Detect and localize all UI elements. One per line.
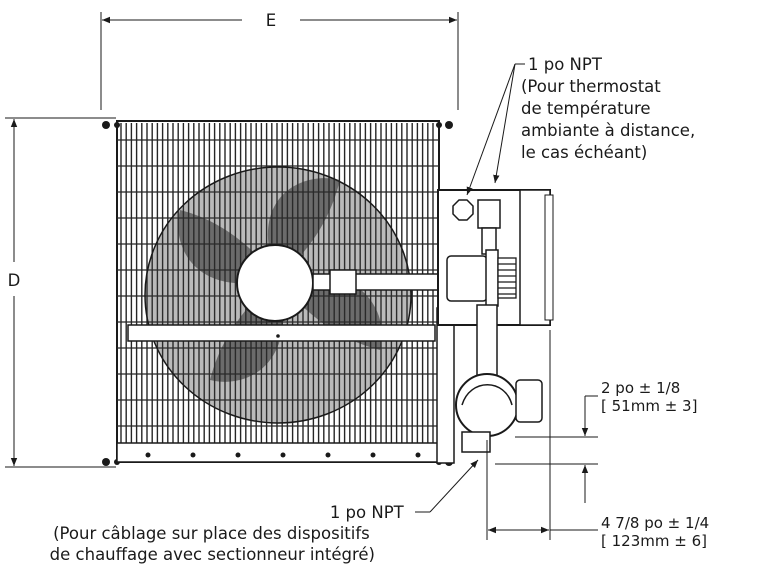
offset-top-label: 2 po ± 1/8 [ 51mm ± 3] — [601, 379, 697, 415]
thermostat-callout-line3: de température — [521, 99, 651, 118]
thermostat-callout: 1 po NPT (Pour thermostat de température… — [521, 55, 700, 162]
thermostat-callout-line4: ambiante à distance, — [521, 121, 695, 140]
offset-top-dimension — [495, 395, 598, 503]
field-wiring-callout: 1 po NPT (Pour câblage sur place des dis… — [50, 503, 409, 564]
dimension-d — [5, 117, 116, 468]
offset-top-line1: 2 po ± 1/8 — [601, 379, 680, 397]
thermostat-callout-line1: 1 po NPT — [528, 55, 603, 74]
offset-side-line1: 4 7/8 po ± 1/4 — [601, 514, 709, 532]
offset-top-line2: [ 51mm ± 3] — [601, 397, 697, 415]
control-enclosure — [437, 189, 554, 381]
support-bar — [127, 324, 436, 342]
dimension-e — [100, 12, 459, 110]
heater-body — [102, 120, 455, 466]
junction-box — [455, 373, 543, 453]
field-wiring-leader — [415, 459, 479, 513]
drop-conduit — [476, 304, 498, 381]
fan-motor — [236, 244, 314, 322]
offset-side-dimension — [486, 330, 598, 540]
thermostat-callout-line2: (Pour thermostat — [521, 77, 661, 96]
height-label: D — [8, 271, 21, 290]
offset-side-label: 4 7/8 po ± 1/4 [ 123mm ± 6] — [601, 514, 714, 550]
bottom-frame — [116, 442, 440, 463]
thermostat-leader — [466, 63, 525, 196]
flex-conduit — [497, 257, 517, 299]
thermostat-fitting — [477, 199, 501, 229]
offset-side-line2: [ 123mm ± 6] — [601, 532, 707, 550]
plug-nut — [452, 199, 474, 221]
junction-fitting — [446, 255, 488, 302]
side-flange — [436, 307, 455, 464]
thermostat-callout-line5: le cas échéant) — [521, 143, 647, 162]
field-wiring-callout-line3: de chauffage avec sectionneur intégré) — [50, 545, 375, 564]
field-wiring-callout-line2: (Pour câblage sur place des dispositifs — [53, 524, 370, 543]
width-label: E — [266, 11, 276, 30]
field-wiring-callout-line1: 1 po NPT — [330, 503, 405, 522]
